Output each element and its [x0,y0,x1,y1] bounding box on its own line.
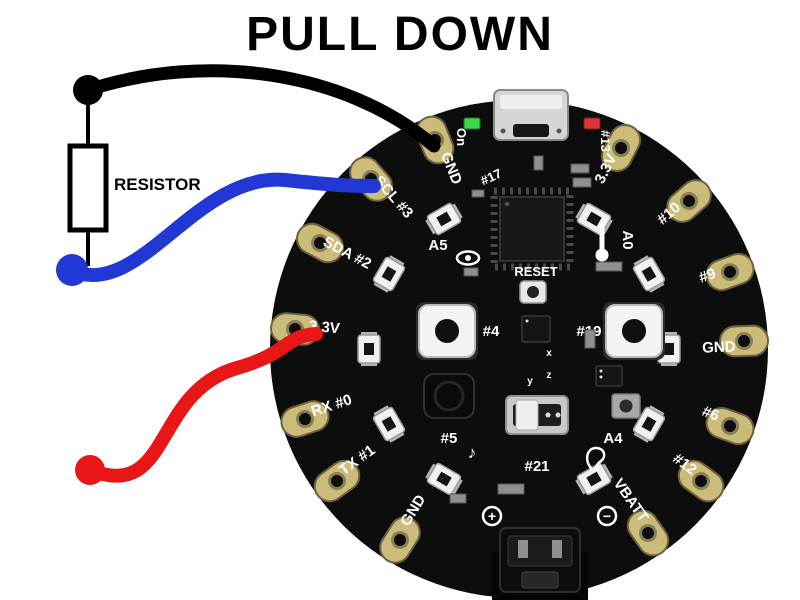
thermometer-icon [595,221,609,262]
neopixel [372,255,406,293]
passive-component [463,267,479,277]
pad-9 [705,252,755,292]
d13-led [583,117,601,130]
battery-plus-icon: + [481,505,503,527]
pad-3v3-right [600,123,642,173]
d13-led-label: #13 [598,130,613,152]
accel-z-label: z [547,370,552,381]
neopixel [372,405,406,443]
svg-text:−: − [603,508,611,524]
neopixel [575,462,613,496]
gyro-chip [595,365,623,387]
processor-chip [490,187,574,271]
battery-minus-icon: − [596,505,618,527]
battery-connector [492,527,588,600]
pad-label-6: #6 [700,403,721,425]
ear-icon [585,446,606,472]
pad-tx [313,459,361,503]
microphone [611,393,641,419]
diagram-title: PULL DOWN [246,8,554,61]
wire-blue-terminal [56,254,88,286]
pad-gnd-right [719,324,769,358]
temp-sensor-label: A0 [619,230,636,249]
passive-component [584,329,596,349]
pad-gnd-bottom-left [379,516,421,564]
music-note-icon: ♪ [468,443,477,462]
button-b [603,302,665,360]
accel-x-label: x [546,348,552,359]
accel-y-label: y [527,376,533,387]
passive-component [570,163,590,174]
pad-rx [280,400,330,438]
wire-blue [63,172,381,283]
eye-icon [455,250,481,266]
reset-button [519,280,547,304]
slide-switch-label: #21 [524,458,549,475]
reset-label: RESET [514,264,557,279]
accelerometer-chip [521,315,551,343]
neopixel [425,462,463,496]
speaker [423,373,475,419]
neopixel [425,202,463,236]
passive-component [471,189,485,198]
pad-sda [296,222,344,264]
on-led [463,117,481,130]
circuit-board [270,100,768,598]
wire-red [83,327,323,483]
on-led-label: On [454,128,469,146]
neopixel [632,255,666,293]
pad-vbatt [626,509,670,557]
wire-black-terminal [73,75,103,105]
neopixel [357,332,381,366]
light-sensor-label: A5 [428,237,447,254]
mic-label: A4 [603,430,623,447]
passive-component [497,483,525,495]
speaker-label: #5 [441,430,458,447]
passive-component [572,177,592,188]
pad-12 [677,459,725,503]
resistor-label: RESISTOR [114,175,201,194]
pad-label-9: #9 [697,265,718,287]
button-a-label: #4 [483,323,500,340]
passive-component [533,155,544,171]
pad-10 [666,179,712,223]
pad-6 [705,406,755,446]
slide-switch [505,395,569,435]
pad-label-gnd-right: GND [702,338,736,356]
wire-black [81,64,441,153]
passive-component [449,493,467,504]
usb-connector [493,89,569,141]
button-a [416,302,478,360]
svg-text:+: + [488,508,496,524]
resistor-body [67,143,109,233]
passive-component [595,261,623,272]
neopixel [632,405,666,443]
wire-red-terminal [75,455,105,485]
